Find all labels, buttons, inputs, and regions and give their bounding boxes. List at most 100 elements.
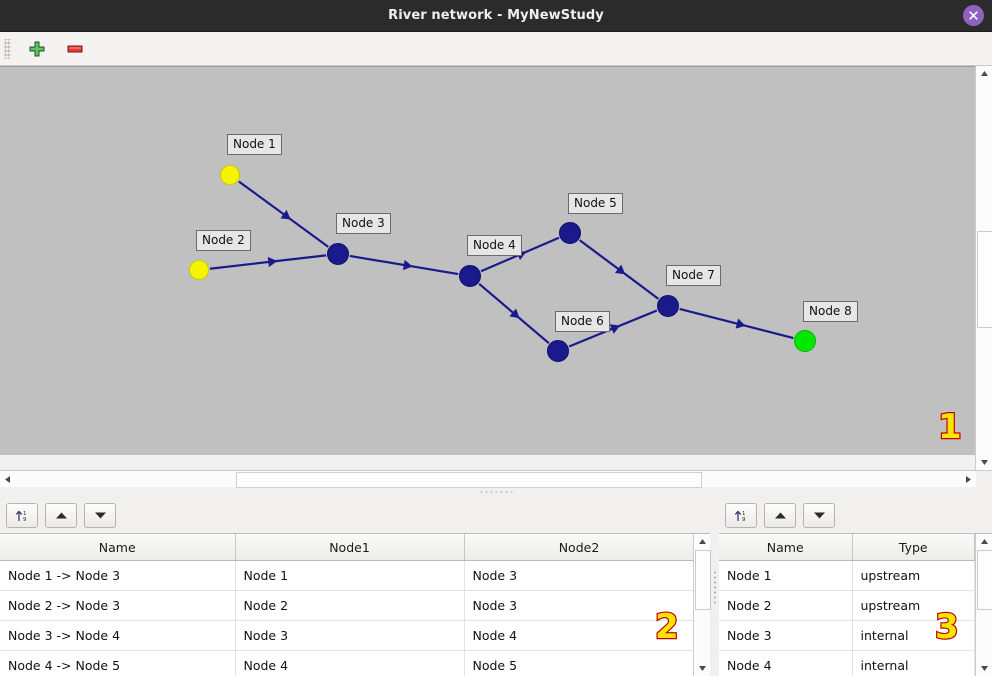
graph-node-label[interactable]: Node 6: [555, 311, 610, 332]
reaches-scroll-thumb[interactable]: [695, 550, 711, 610]
table-cell[interactable]: Node 4: [235, 650, 465, 676]
nodes-scroll-thumb[interactable]: [977, 550, 992, 610]
column-header-0[interactable]: Name: [0, 534, 236, 561]
add-node-button[interactable]: [23, 36, 51, 62]
table-cell[interactable]: Node 5: [464, 650, 693, 676]
graph-node-label[interactable]: Node 1: [227, 134, 282, 155]
table-cell[interactable]: Node 3: [235, 620, 465, 651]
toolbar-grip[interactable]: [4, 38, 11, 59]
graph-node[interactable]: [547, 340, 569, 362]
graph-edge-arrowhead: [614, 264, 626, 275]
table-cell[interactable]: Node 3: [464, 560, 693, 591]
table-cell[interactable]: Node 3: [464, 590, 693, 621]
green-plus-icon: [29, 41, 45, 56]
graph-hscroll-thumb[interactable]: [236, 472, 702, 488]
graph-node-label[interactable]: Node 2: [196, 230, 251, 251]
reaches-toolbar: 1 9: [0, 497, 710, 533]
graph-vertical-scrollbar[interactable]: [975, 66, 992, 470]
table-cell[interactable]: Node 1 -> Node 3: [0, 560, 236, 591]
graph-edge[interactable]: [679, 307, 794, 340]
graph-node[interactable]: [459, 265, 481, 287]
table-cell[interactable]: Node 1: [719, 560, 853, 591]
sort-arrow-icon: 1 9: [15, 510, 27, 523]
graph-node-label[interactable]: Node 5: [568, 193, 623, 214]
table-cell[interactable]: internal: [852, 650, 975, 676]
horizontal-splitter[interactable]: [0, 487, 992, 497]
table-cell[interactable]: Node 4: [719, 650, 853, 676]
graph-horizontal-scrollbar[interactable]: [0, 470, 992, 488]
column-header-0[interactable]: Name: [719, 534, 853, 561]
graph-vscroll-track[interactable]: [976, 81, 992, 455]
table-cell[interactable]: Node 3: [719, 620, 853, 651]
graph-node[interactable]: [794, 330, 816, 352]
column-header-1[interactable]: Type: [852, 534, 975, 561]
nodes-scroll-down-arrow-icon[interactable]: [976, 661, 992, 676]
reaches-move-up-button[interactable]: [45, 502, 77, 528]
vertical-splitter[interactable]: [710, 497, 719, 676]
scroll-down-arrow-icon[interactable]: [976, 455, 992, 470]
network-graph-canvas[interactable]: Node 1 Node 2 Node 3 Node 4 Node 5 Node 6 Node…: [0, 66, 975, 455]
table-cell[interactable]: Node 2 -> Node 3: [0, 590, 236, 621]
reaches-scroll-up-arrow-icon[interactable]: [694, 534, 710, 549]
graph-node[interactable]: [327, 243, 349, 265]
graph-node-label[interactable]: Node 4: [467, 235, 522, 256]
remove-node-button[interactable]: [61, 36, 89, 62]
graph-node-label[interactable]: Node 7: [666, 265, 721, 286]
nodes-table-scrollbar[interactable]: [975, 534, 992, 676]
graph-node-label[interactable]: Node 8: [803, 301, 858, 322]
table-cell[interactable]: Node 3 -> Node 4: [0, 620, 236, 651]
scroll-right-arrow-icon[interactable]: [961, 471, 976, 487]
table-cell[interactable]: internal: [852, 620, 975, 651]
scroll-left-arrow-icon[interactable]: [0, 471, 15, 487]
graph-node[interactable]: [189, 260, 209, 280]
svg-text:9: 9: [742, 517, 746, 523]
reaches-scroll-down-arrow-icon[interactable]: [694, 661, 710, 676]
column-header-1[interactable]: Node1: [235, 534, 465, 561]
triangle-up-icon: [55, 512, 67, 518]
triangle-down-icon: [813, 512, 825, 518]
reaches-table-scrollbar[interactable]: [693, 534, 711, 676]
table-cell[interactable]: Node 1: [235, 560, 465, 591]
graph-node[interactable]: [220, 165, 240, 185]
column-header-2[interactable]: Node2: [464, 534, 693, 561]
reaches-sort-button[interactable]: 1 9: [6, 502, 38, 528]
close-icon[interactable]: [963, 5, 984, 26]
nodes-move-down-button[interactable]: [803, 502, 835, 528]
graph-node[interactable]: [657, 295, 679, 317]
svg-text:1: 1: [742, 511, 745, 517]
table-cell[interactable]: Node 2: [235, 590, 465, 621]
scroll-up-arrow-icon[interactable]: [976, 66, 992, 81]
graph-edge[interactable]: [209, 254, 327, 270]
reaches-move-down-button[interactable]: [84, 502, 116, 528]
table-cell[interactable]: Node 2: [719, 590, 853, 621]
nodes-move-up-button[interactable]: [764, 502, 796, 528]
nodes-scroll-up-arrow-icon[interactable]: [976, 534, 992, 549]
table-cell[interactable]: Node 4: [464, 620, 693, 651]
nodes-sort-button[interactable]: 1 9: [725, 502, 757, 528]
splitter-grip-icon: [479, 490, 513, 494]
svg-text:9: 9: [23, 517, 27, 523]
table-cell[interactable]: Node 4 -> Node 5: [0, 650, 236, 676]
table-cell[interactable]: upstream: [852, 560, 975, 591]
graph-vscroll-thumb[interactable]: [977, 231, 992, 328]
graph-node-label[interactable]: Node 3: [336, 213, 391, 234]
graph-node[interactable]: [559, 222, 581, 244]
graph-panel: Node 1 Node 2 Node 3 Node 4 Node 5 Node 6 Node…: [0, 66, 992, 470]
table-cell[interactable]: upstream: [852, 590, 975, 621]
